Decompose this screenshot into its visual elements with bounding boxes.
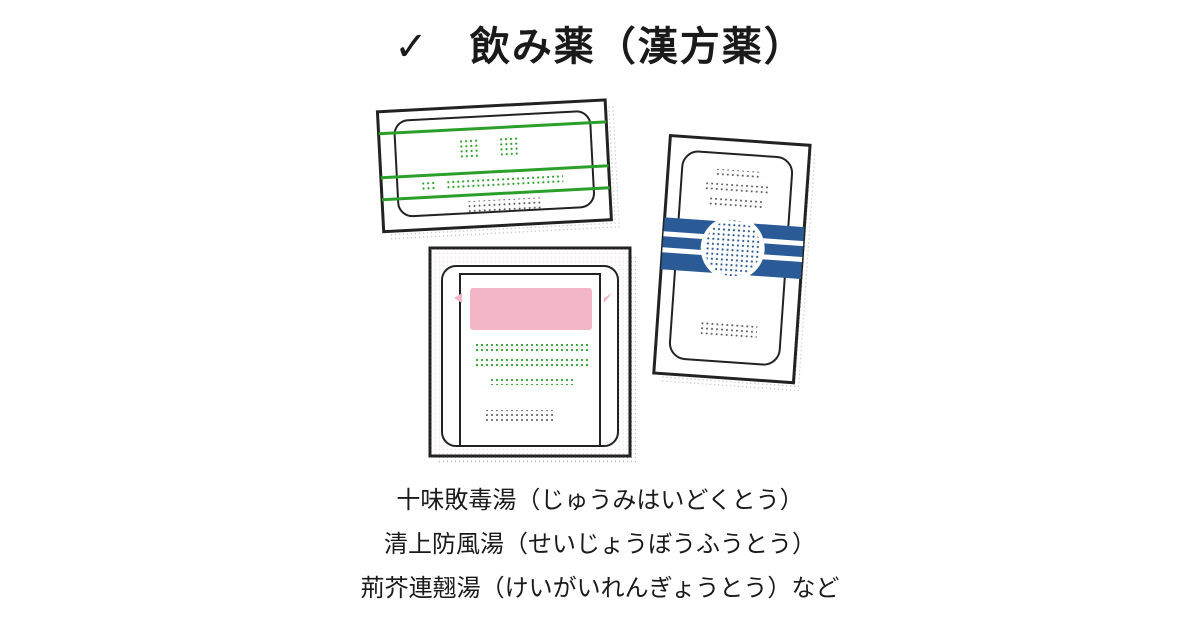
check-mark-icon: ✓: [394, 24, 430, 70]
medicine-name-item: 十味敗毒湯（じゅうみはいどくとう）: [396, 486, 804, 514]
medicine-name-item: 荊芥連翹湯（けいがいれんぎょうとう）など: [360, 574, 840, 602]
medicine-name-item: 清上防風湯（せいじょうぼうふうとう）: [384, 530, 816, 558]
medicine-box-green-icon: [375, 98, 620, 241]
page-title: ✓ 飲み薬（漢方薬）: [0, 14, 1200, 72]
medicine-box-pink-icon: [428, 246, 636, 464]
title-text: 飲み薬（漢方薬）: [469, 24, 806, 70]
medicine-box-blue-icon: [652, 133, 816, 392]
medicine-packages-illustration: [370, 88, 830, 468]
medicine-name-list: 十味敗毒湯（じゅうみはいどくとう） 清上防風湯（せいじょうぼうふうとう） 荊芥連…: [0, 478, 1200, 610]
